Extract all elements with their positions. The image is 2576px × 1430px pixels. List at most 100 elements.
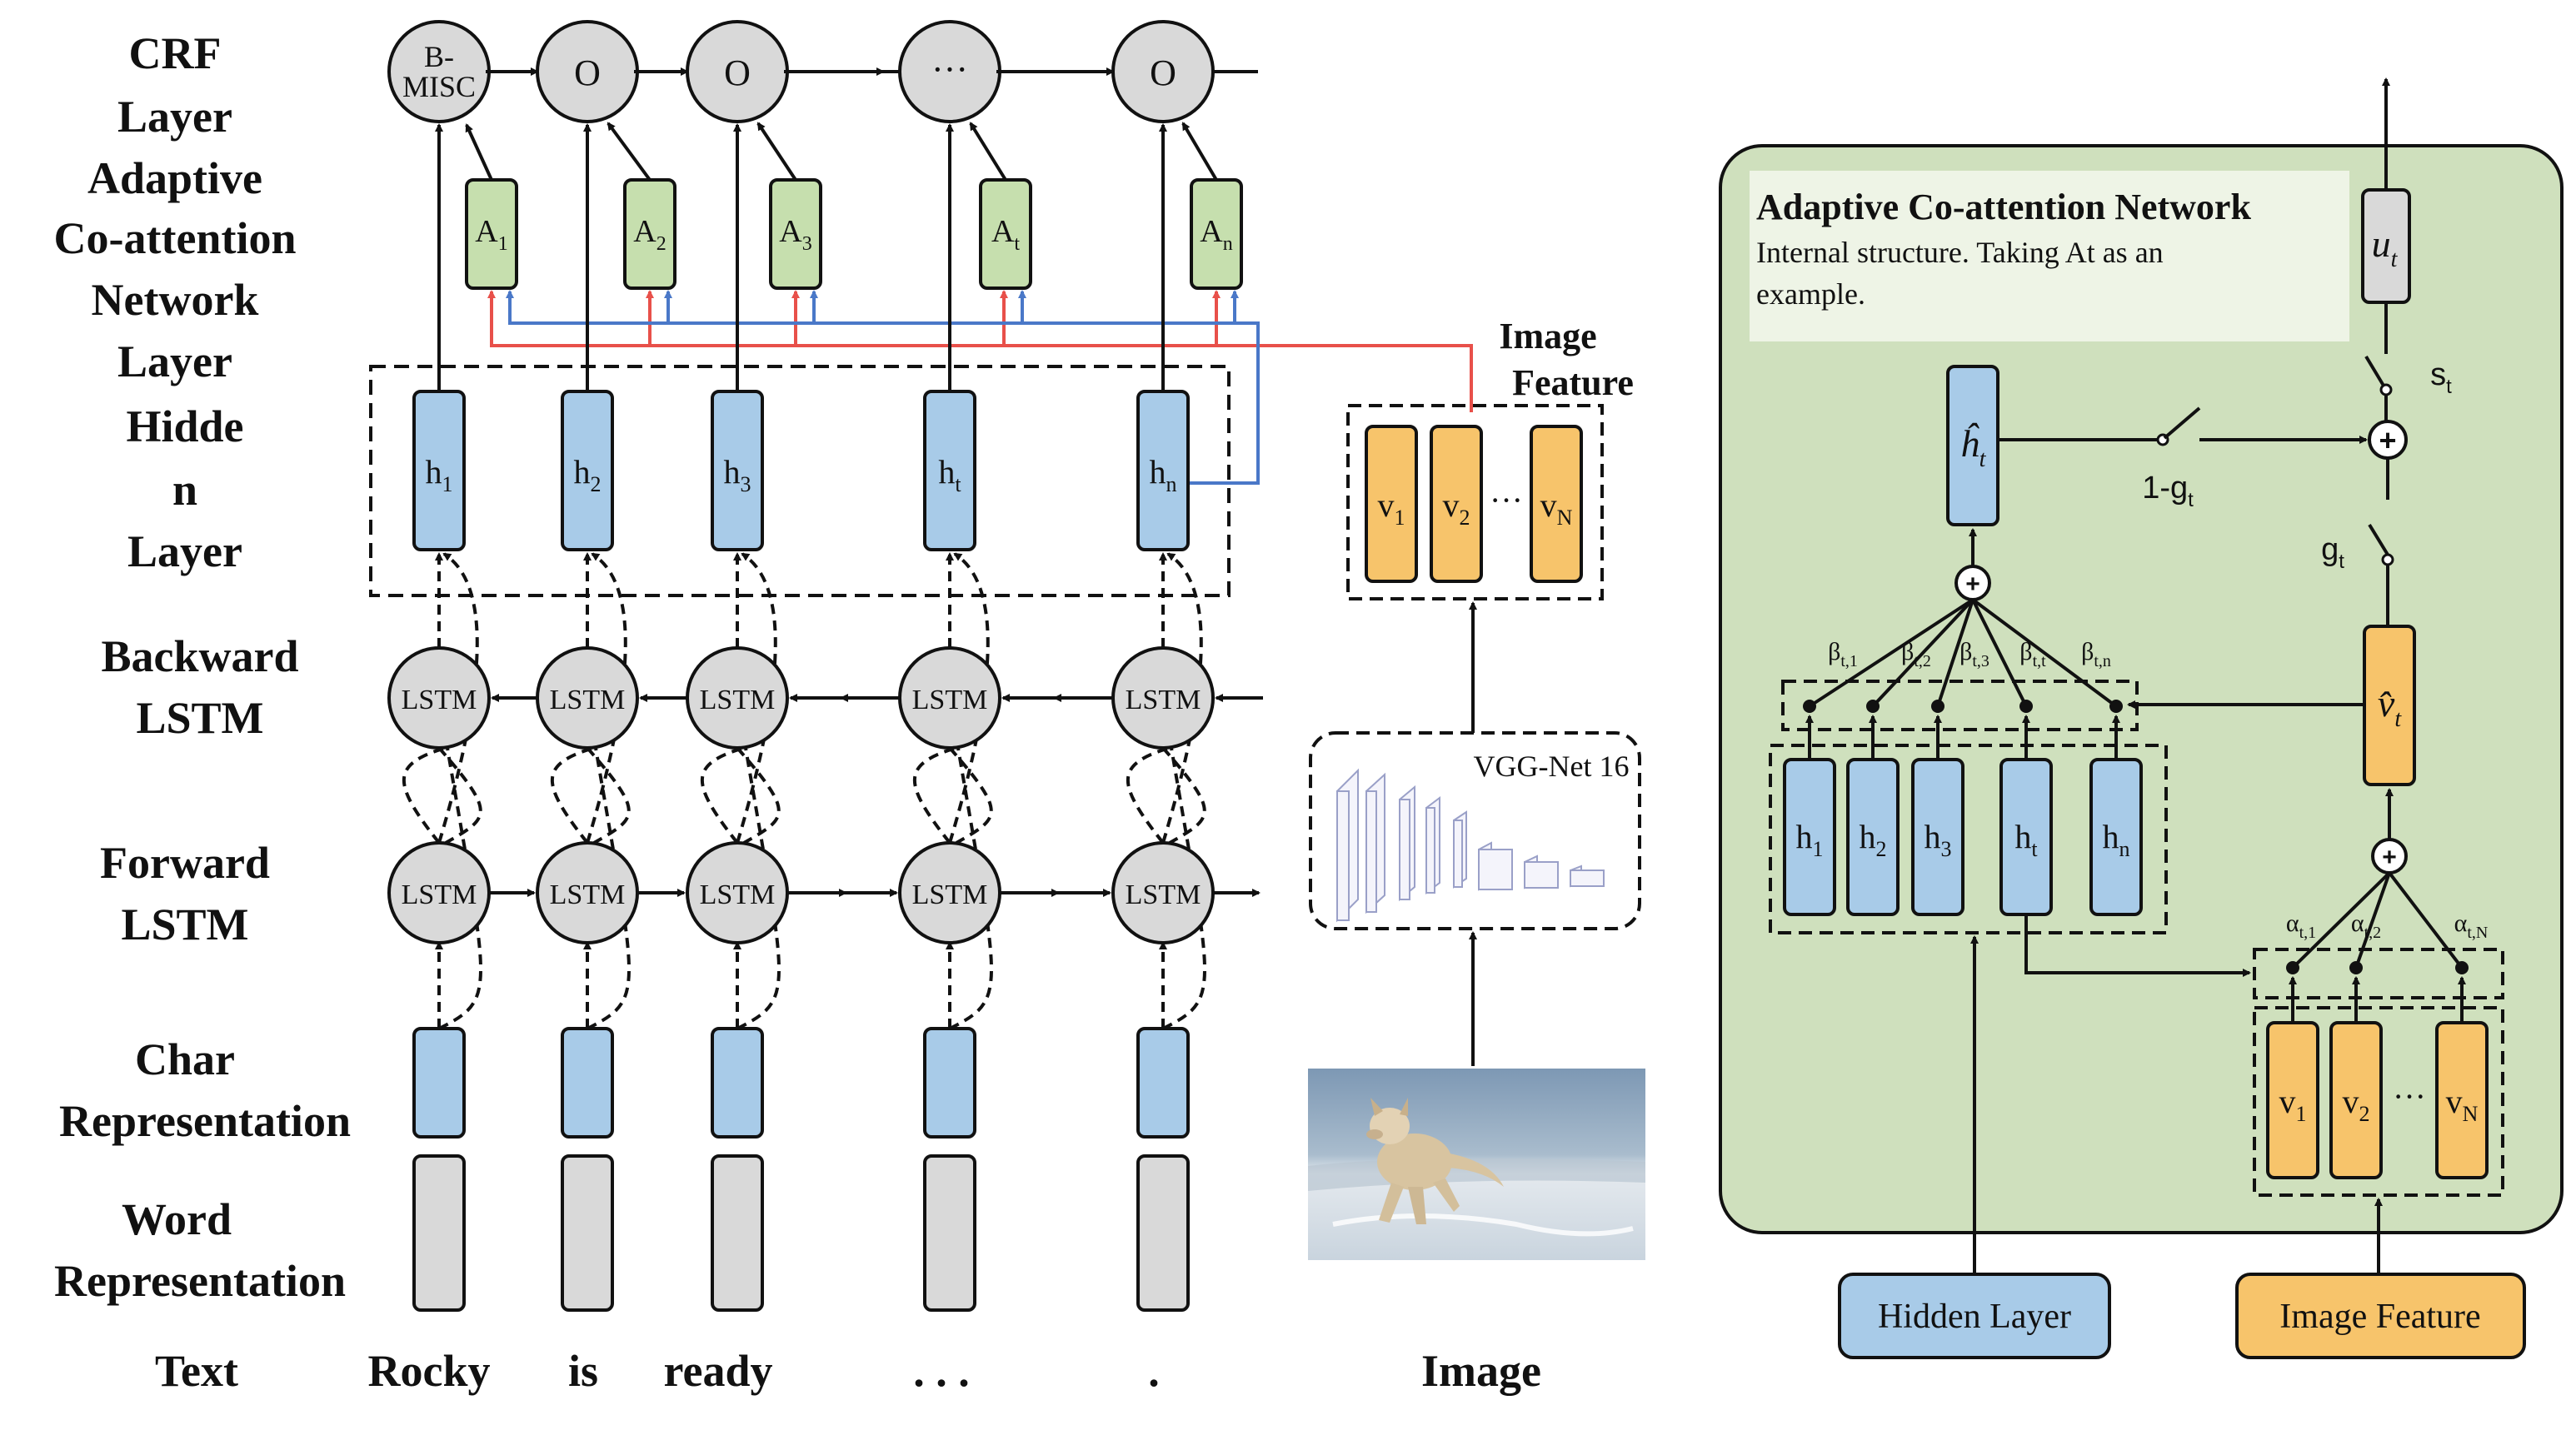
panel-visual-node-1 [2266, 1021, 2319, 1179]
alpha-weights-frame [2253, 948, 2504, 999]
visual-node-n [1530, 425, 1583, 583]
backward-lstm-label-5: LSTM [1126, 685, 1201, 715]
panel-visual-node-2 [2329, 1021, 2383, 1179]
panel-visual-label-ellipsis: ··· [2393, 1078, 2426, 1115]
acn-label-line3: Network [92, 275, 259, 325]
alpha-label-1: αt,1 [2286, 909, 2316, 942]
image-feature-input-label: Image Feature [2279, 1298, 2480, 1336]
panel-hidden-frame [1769, 744, 2168, 934]
backward-label-line1: Backward [101, 631, 298, 681]
visual-node-1 [1365, 425, 1418, 583]
backward-label-line2: LSTM [136, 693, 263, 743]
beta-label-3: βt,3 [1959, 638, 1989, 670]
char-label-line2: Representation [59, 1096, 351, 1146]
panel-hidden-label-3: h3 [1925, 818, 1952, 861]
h-hat-label: ĥt [1960, 422, 1987, 472]
acn-label-line1: Adaptive [87, 153, 262, 203]
lstm-columns: LSTMLSTMRockyLSTMLSTMisLSTMLSTMreadyLSTM… [368, 552, 1263, 1396]
attention-label-n: An [1200, 214, 1232, 255]
crf-tag-misc: MISC [402, 70, 476, 103]
hidden-layer-input-box [1838, 1273, 2111, 1359]
panel-hidden-node-1 [1783, 758, 1836, 916]
alpha-label-n: αt,N [2454, 909, 2489, 942]
panel-inputs: Hidden Layer Image Feature [1838, 935, 2526, 1359]
word-representation-node-3 [711, 1154, 764, 1312]
hidden-node-n [1136, 390, 1190, 551]
image-feature-label-line1: Image [1499, 316, 1596, 356]
char-representation-node-3 [711, 1027, 764, 1139]
backward-lstm-label-2: LSTM [550, 685, 626, 715]
row-labels: CRF Layer Adaptive Co-attention Network … [54, 28, 351, 1396]
beta-label-t: βt,t [2019, 638, 2046, 670]
word-representation-node-2 [561, 1154, 614, 1312]
backward-lstm-node-4 [898, 646, 1001, 750]
forward-label-line1: Forward [100, 838, 270, 888]
forward-lstm-label-3: LSTM [700, 879, 776, 910]
forward-lstm-node-1 [387, 841, 491, 944]
hidden-label-line1: Hidde [126, 401, 243, 451]
panel-hidden-label-t: ht [2014, 818, 2038, 861]
panel-subtitle-line1: Internal structure. Taking At as an [1756, 236, 2164, 269]
panel-visual-label-1: v1 [2279, 1083, 2307, 1126]
forward-lstm-node-2 [536, 841, 639, 944]
attention-label-3: A3 [779, 214, 811, 255]
visual-label-ellipsis: ··· [1490, 481, 1523, 519]
beta-weights-frame [1781, 680, 2139, 731]
crf-layer: B- MISC O O ··· O [387, 20, 1258, 123]
char-representation-node-2 [561, 1027, 614, 1139]
backward-lstm-node-5 [1111, 646, 1215, 750]
panel-title: Adaptive Co-attention Network [1756, 187, 2251, 227]
panel-visual-label-2: v2 [2343, 1083, 2370, 1126]
forward-lstm-label-4: LSTM [912, 879, 988, 910]
image-feature-input-box [2235, 1273, 2526, 1359]
alpha-label-2: αt,2 [2351, 909, 2381, 942]
crf-tag-b: B- [424, 40, 454, 73]
char-representation-node-5 [1136, 1027, 1190, 1139]
gate-label-s: st [2430, 357, 2452, 398]
input-word-5: . [1148, 1346, 1160, 1396]
h-hat-node [1946, 365, 1999, 526]
panel-hidden-label-1: h1 [1796, 818, 1824, 861]
input-photo [1308, 1069, 1645, 1260]
image-feature-frame [1346, 404, 1604, 600]
v-hat-label: v̂t [2378, 682, 2402, 732]
input-word-1: Rocky [368, 1346, 491, 1396]
hidden-label-3: h3 [724, 453, 751, 496]
beta-label-2: βt,2 [1901, 638, 1931, 670]
backward-lstm-node-1 [387, 646, 491, 750]
crf-tag-ellipsis: ··· [931, 49, 968, 90]
char-representation-node-1 [412, 1027, 466, 1139]
visual-label-1: v1 [1378, 486, 1405, 530]
char-label-line1: Char [135, 1034, 235, 1084]
acn-label-line4: Layer [117, 336, 232, 386]
backward-lstm-label-3: LSTM [700, 685, 776, 715]
image-feature-label-line2: Feature [1512, 362, 1634, 403]
hidden-label-line2: n [172, 465, 197, 515]
vgg-network-icon [1336, 768, 1605, 923]
panel-hidden-node-2 [1846, 758, 1900, 916]
image-pathway: Image Feature v1 v2 ··· vN [1308, 316, 1645, 1396]
hidden-label-line3: Layer [127, 526, 242, 576]
panel-hidden-node-3 [1911, 758, 1964, 916]
char-representation-node-4 [923, 1027, 976, 1139]
vgg-label: VGG-Net 16 [1474, 750, 1630, 783]
panel-visual-node-n [2435, 1021, 2489, 1179]
word-representation-node-4 [923, 1154, 976, 1312]
hidden-layer-input-label: Hidden Layer [1878, 1298, 2071, 1336]
crf-tag-o-1: O [574, 52, 601, 93]
hidden-node-2 [561, 390, 614, 551]
co-attention-panel: Adaptive Co-attention Network Internal s… [1719, 77, 2564, 1234]
forward-lstm-label-1: LSTM [402, 879, 477, 910]
attention-label-t: At [991, 214, 1020, 255]
hidden-node-t [923, 390, 976, 551]
panel-title-box [1750, 171, 2349, 341]
word-label-line2: Representation [54, 1256, 346, 1306]
visual-node-2 [1430, 425, 1483, 583]
hidden-label-t: ht [938, 453, 961, 496]
svg-text:+: + [2379, 423, 2396, 457]
gate-label-one-minus-g: 1-gt [2142, 471, 2194, 511]
backward-lstm-node-2 [536, 646, 639, 750]
visual-label-2: v2 [1443, 486, 1470, 530]
backward-lstm-label-1: LSTM [402, 685, 477, 715]
